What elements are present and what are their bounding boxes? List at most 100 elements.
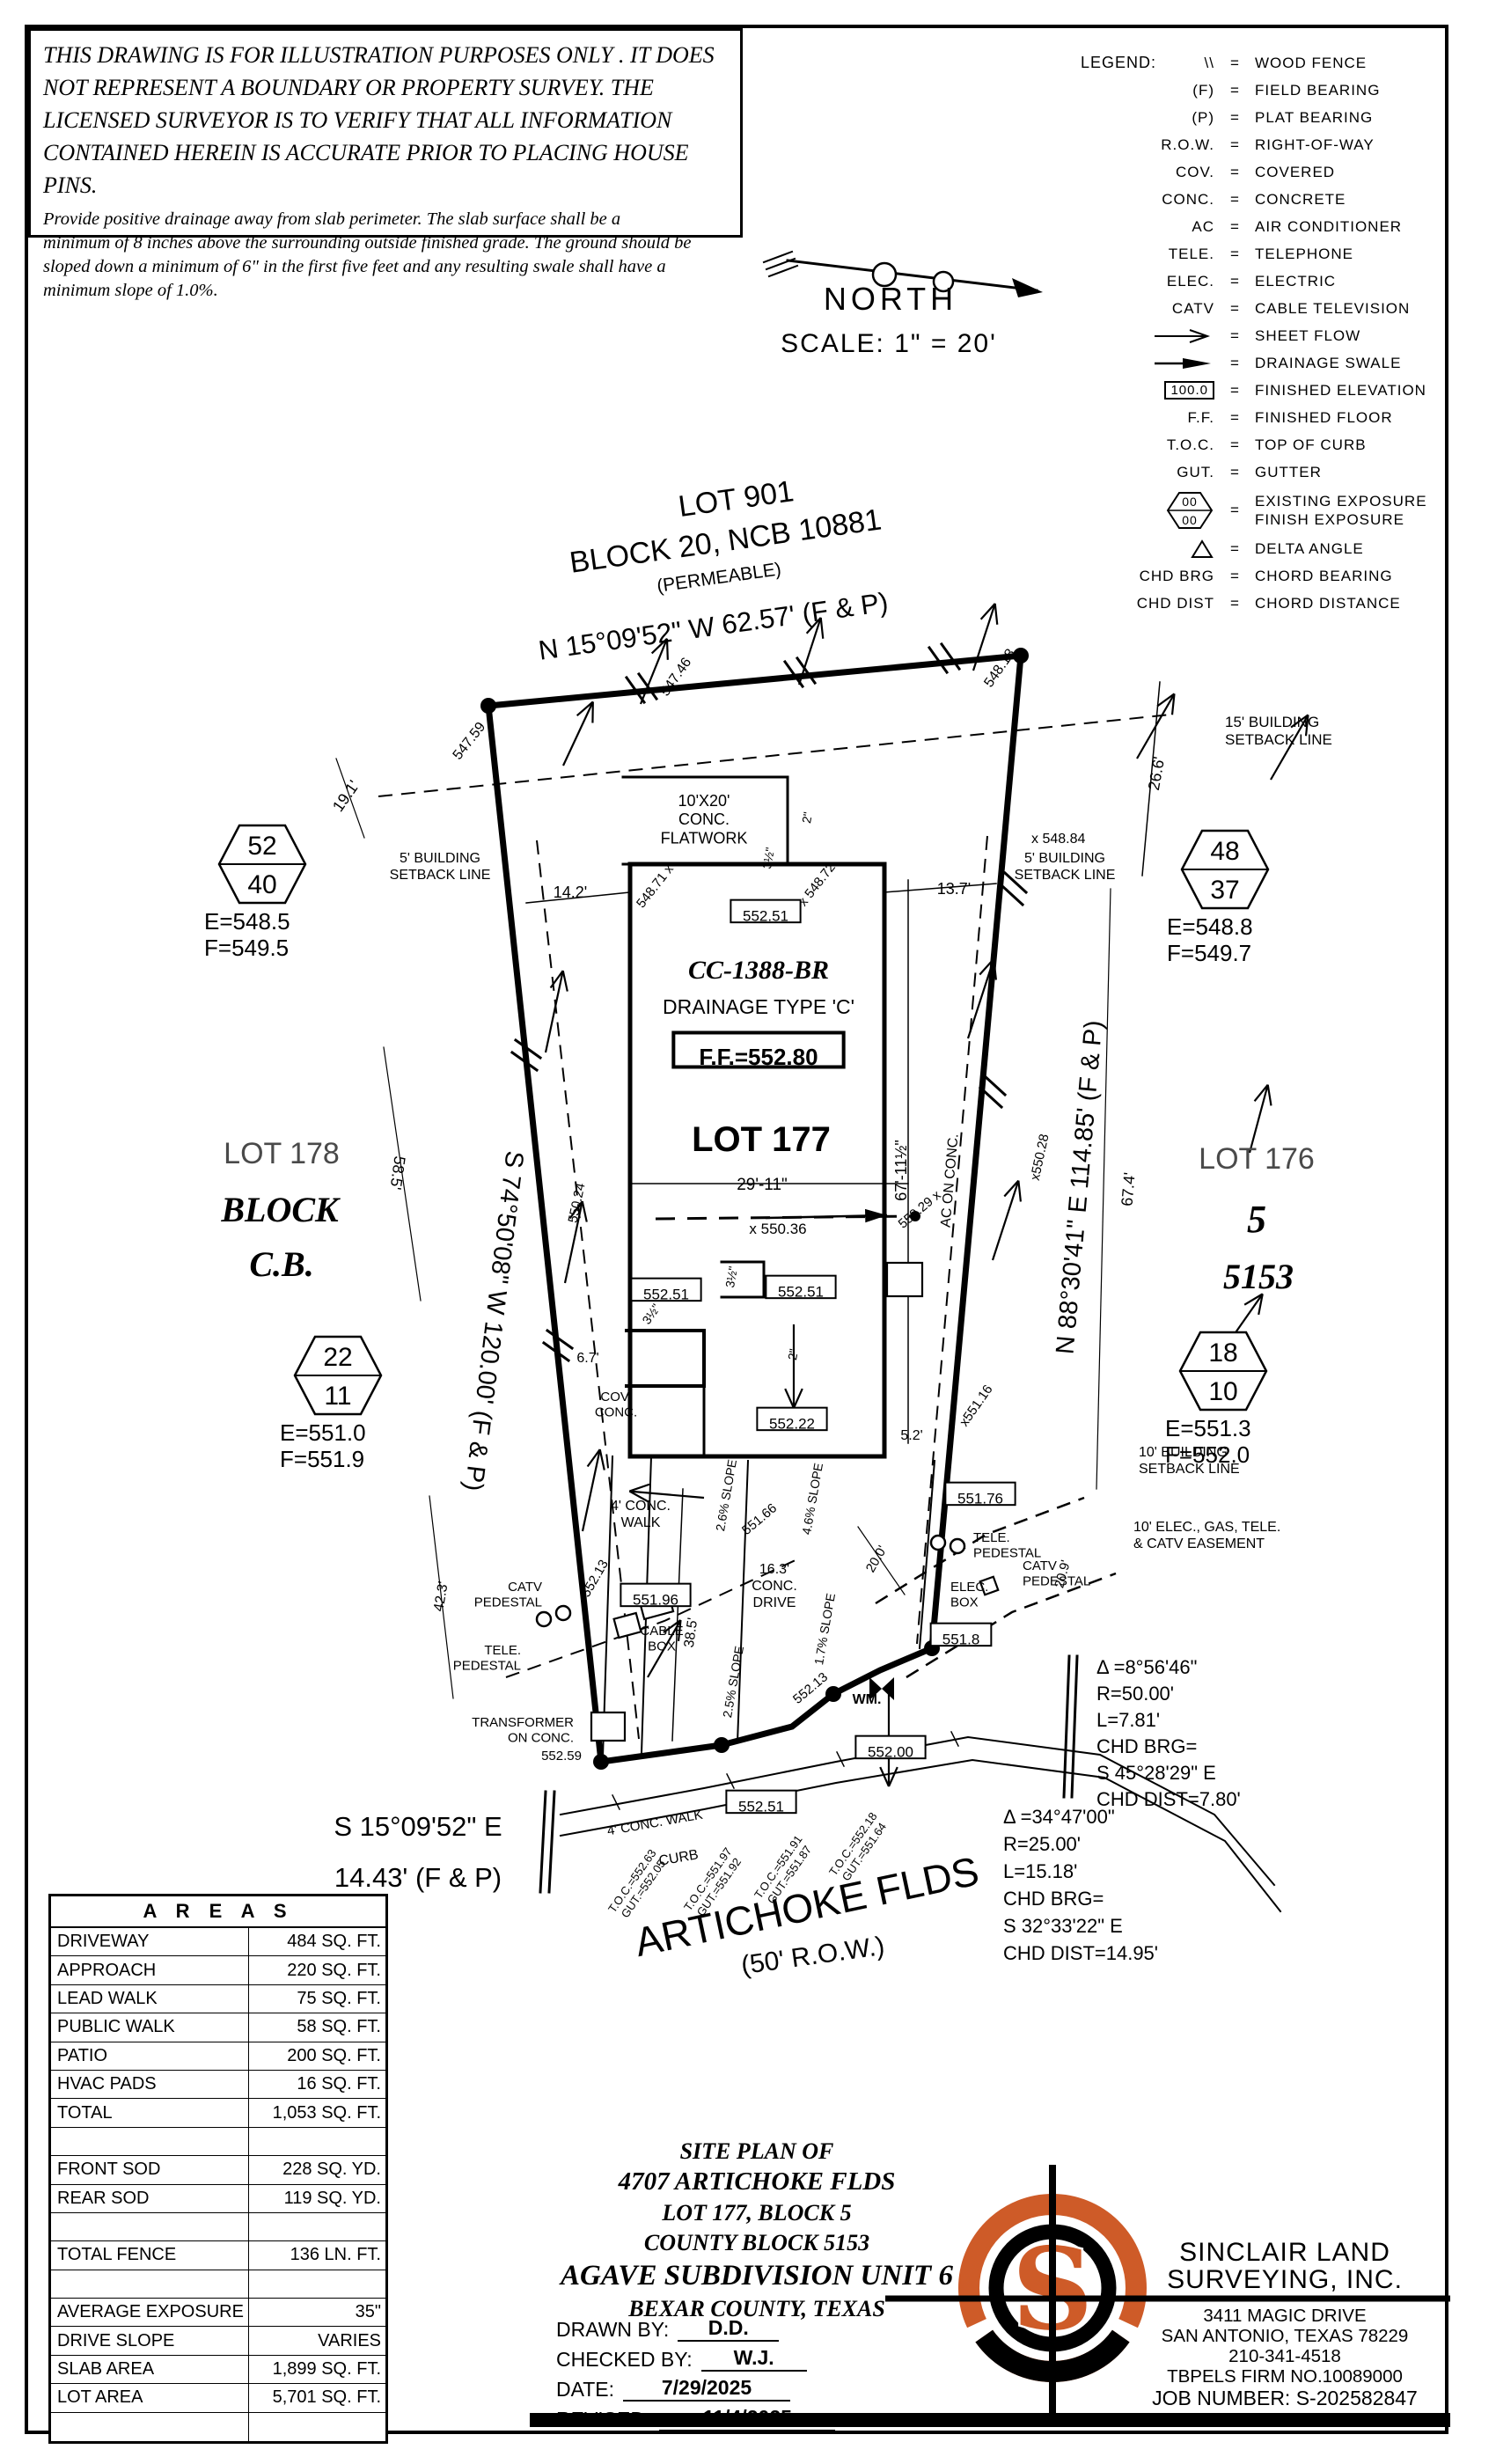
sheet-flow-arrow-head xyxy=(1304,715,1309,737)
legend: LEGEND: \\=WOOD FENCE(F)=FIELD BEARING(P… xyxy=(1075,49,1454,617)
plan-label: 4' CONC.WALK xyxy=(611,1499,671,1530)
boxed-elevation: F.F.=552.80 xyxy=(671,1030,846,1070)
boxed-elevation-rect xyxy=(630,1277,702,1302)
plan-label-text: 548.18 xyxy=(981,646,1018,690)
field-value: D.D. xyxy=(678,2316,780,2342)
plan-label-text: 4.6% SLOPE xyxy=(799,1462,825,1536)
plan-label-text: 2.6% SLOPE xyxy=(713,1458,739,1532)
plan-label: 2" xyxy=(785,1347,801,1360)
plan-label: COV.CONC. xyxy=(595,1390,637,1420)
plan-symbol-box xyxy=(979,1575,1000,1596)
plan-label: 4.6% SLOPE xyxy=(799,1462,825,1536)
plan-line xyxy=(1096,888,1111,1490)
sheet-flow-arrow-head xyxy=(993,958,997,980)
finish-elevation-label: F=549.7 xyxy=(1167,940,1251,966)
plan-label-text: PEDESTAL xyxy=(973,1546,1041,1561)
legend-equals: = xyxy=(1230,136,1239,153)
title-block-line: COUNTY BLOCK 5153 xyxy=(643,2229,870,2255)
plan-label: ELEC.BOX xyxy=(950,1580,988,1610)
plan-label-text: WALK xyxy=(621,1515,661,1530)
company-job-number: JOB NUMBER: S-202582847 xyxy=(1152,2387,1418,2409)
plan-label-text: L=15.18' xyxy=(1003,1860,1077,1882)
plan-point-dot xyxy=(480,698,496,714)
plan-line xyxy=(621,775,789,866)
sheet-flow-arrow-head xyxy=(819,617,825,639)
plan-dashed-line xyxy=(378,714,1171,797)
plan-label-text: SETBACK LINE xyxy=(1015,868,1116,883)
legend-symbol: CATV xyxy=(1171,299,1214,317)
plan-label-text: 67.4' xyxy=(1118,1171,1138,1206)
areas-row-label: DRIVE SLOPE xyxy=(51,2327,249,2355)
drainage-swale-icon xyxy=(1155,357,1211,369)
legend-label: CHORD DISTANCE xyxy=(1255,594,1401,612)
plan-line xyxy=(927,645,950,675)
areas-row-label: PATIO xyxy=(51,2042,249,2070)
sheet-flow-arrow-shaft xyxy=(991,1180,1020,1261)
plan-label: 547.46 xyxy=(657,655,694,699)
plan-label-text: BLOCK xyxy=(220,1190,341,1229)
areas-row-value: 16 SQ. FT. xyxy=(297,2074,381,2094)
finish-exposure-value: 10 xyxy=(1208,1377,1237,1406)
plan-label: 547.59 xyxy=(451,720,489,763)
plan-label-text: 14.2' xyxy=(554,884,587,901)
legend-equals: = xyxy=(1230,54,1239,71)
sheet-flow-arrow-head xyxy=(1290,714,1309,729)
plan-label: 14.2' xyxy=(554,884,587,901)
plan-label: 38.5' xyxy=(682,1617,701,1648)
plan-label: 58.5' xyxy=(386,1155,408,1191)
plan-label-text: 4' CONC. xyxy=(611,1499,671,1514)
plan-symbol-circle xyxy=(949,1537,966,1555)
plan-line xyxy=(485,702,605,1765)
plan-label: 3½" xyxy=(759,847,777,870)
legend-symbol: AC xyxy=(1192,217,1214,235)
title-block-field: CHECKED BY:W.J. xyxy=(556,2346,835,2372)
plan-label-text: WM. xyxy=(853,1692,882,1707)
legend-label: FINISHED ELEVATION xyxy=(1255,381,1426,399)
areas-row-value: 228 SQ. YD. xyxy=(282,2160,381,2180)
field-value: W.J. xyxy=(700,2346,807,2372)
title-block-line: BEXAR COUNTY, TEXAS xyxy=(628,2296,885,2322)
plan-line xyxy=(624,675,647,705)
plan-line xyxy=(335,758,365,839)
plan-label: Δ =8°56'46"R=50.00'L=7.81'CHD BRG=S 45°2… xyxy=(1096,1656,1241,1810)
field-value: 7/29/2025 xyxy=(623,2376,791,2402)
sheet-flow-arrow xyxy=(966,957,997,1039)
plan-label-text: BOX xyxy=(950,1595,979,1610)
legend-equals: = xyxy=(1230,502,1239,518)
areas-row-value: 1,053 SQ. FT. xyxy=(272,2102,381,2123)
plan-label-text: 14.43' (F & P) xyxy=(334,1862,502,1893)
sheet-flow-arrow-shaft xyxy=(629,1490,705,1500)
boxed-elevation: 552.00 xyxy=(854,1734,927,1760)
legend-equals: = xyxy=(1230,108,1239,126)
sheet-flow-arrow-head xyxy=(576,700,594,717)
plan-line xyxy=(981,1073,1008,1097)
plan-label-text: FLATWORK xyxy=(661,829,748,847)
finish-exposure-value: 37 xyxy=(1210,876,1239,905)
plan-label-text: CHD BRG= xyxy=(1003,1888,1104,1910)
areas-row-value: 484 SQ. FT. xyxy=(287,1932,381,1952)
hexagon-icon-bottom: 00 xyxy=(1182,513,1198,527)
plan-label-text: 547.46 xyxy=(657,655,694,699)
areas-row-label: REAR SOD xyxy=(51,2184,249,2212)
plan-label: 26.6' xyxy=(1145,755,1168,791)
existing-exposure-value: 48 xyxy=(1210,837,1239,866)
areas-row-label: APPROACH xyxy=(51,1956,249,1984)
legend-row: CHD DIST=CHORD DISTANCE xyxy=(1075,590,1454,617)
plan-label: S 15°09'52" E xyxy=(334,1811,502,1842)
plan-label-text: 547.59 xyxy=(451,720,489,763)
areas-row-value: VARIES xyxy=(318,2330,381,2350)
plan-line xyxy=(611,1793,621,1811)
plan-label-text: Δ =34°47'00" xyxy=(1003,1806,1115,1828)
boxed-elevation: 552.51 xyxy=(765,1274,837,1300)
plan-label-text: CONC. xyxy=(678,810,730,828)
plan-label-text: SCALE: 1" = 20' xyxy=(781,329,997,358)
plan-label: 5153 xyxy=(1223,1257,1294,1296)
legend-row: COV.=COVERED xyxy=(1075,158,1454,186)
title-block-line: AGAVE SUBDIVISION UNIT 6 xyxy=(561,2259,953,2292)
legend-equals: = xyxy=(1230,326,1239,344)
